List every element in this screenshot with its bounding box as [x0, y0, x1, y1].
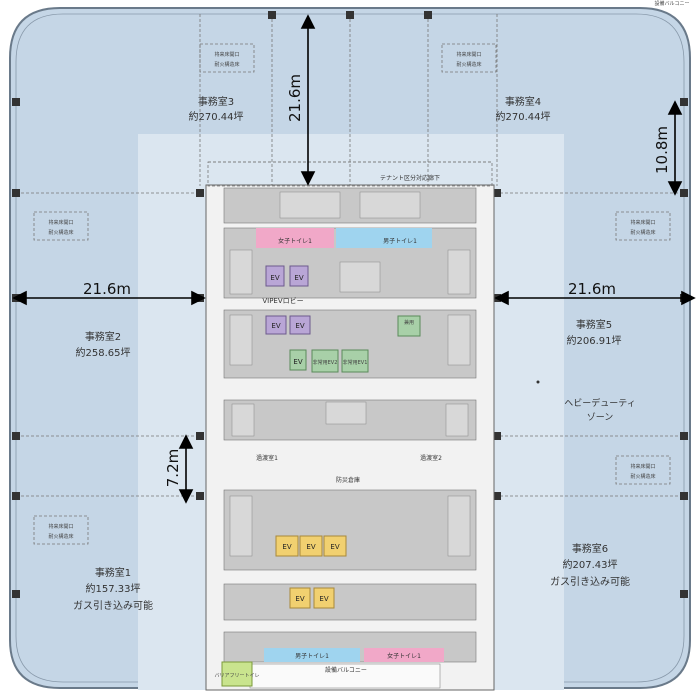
- top-right-corner-text: 設備バルコニー: [655, 0, 690, 7]
- main-ev-1: [275, 535, 299, 557]
- emergency-ev-small: [289, 349, 307, 371]
- svg-text:非常用EV2: 非常用EV2: [313, 359, 338, 366]
- svg-text:EV: EV: [295, 322, 304, 330]
- main-ev-3: [323, 535, 347, 557]
- dim-left-core: 7.2m: [164, 449, 182, 487]
- office2-area: 約258.65坪: [76, 346, 131, 359]
- svg-text:過渡室1: 過渡室1: [256, 454, 278, 462]
- svg-text:男子トイレ1: 男子トイレ1: [383, 238, 417, 245]
- main-ev-2: [299, 535, 323, 557]
- svg-text:女子トイレ1: 女子トイレ1: [387, 652, 421, 660]
- svg-text:兼用: 兼用: [404, 319, 414, 326]
- svg-text:将来床開口: 将来床開口: [214, 51, 239, 58]
- svg-text:男子トイレ1: 男子トイレ1: [295, 653, 329, 660]
- dimension-arrows: [12, 14, 696, 504]
- svg-text:耐火構造床: 耐火構造床: [456, 61, 481, 68]
- fireproof-boxes: [33, 43, 671, 545]
- dim-left: 21.6m: [83, 280, 131, 298]
- vip-ev-2: [289, 265, 309, 287]
- office6-name: 事務室6: [572, 542, 608, 555]
- svg-text:将来床開口: 将来床開口: [630, 219, 655, 226]
- dim-top-center: 21.6m: [286, 74, 304, 122]
- svg-text:将来床開口: 将来床開口: [456, 51, 481, 58]
- office-labels: 事務室3 約270.44坪 事務室4 約270.44坪 事務室2 約258.65…: [73, 95, 630, 612]
- fireproof-labels: 将来床開口 耐火構造床 将来床開口 耐火構造床 将来床開口 耐火構造床 将来床開…: [48, 51, 655, 540]
- balcony-area: [249, 663, 441, 689]
- svg-text:女子トイレ1: 女子トイレ1: [278, 237, 312, 245]
- svg-text:防災倉庫: 防災倉庫: [336, 476, 360, 484]
- svg-text:耐火構造床: 耐火構造床: [630, 473, 655, 480]
- svg-text:EV: EV: [306, 543, 315, 551]
- svg-text:EV: EV: [270, 274, 279, 282]
- svg-text:テナント区分対応廊下: テナント区分対応廊下: [380, 174, 440, 182]
- svg-text:耐火構造床: 耐火構造床: [630, 229, 655, 236]
- central-core: [205, 184, 495, 691]
- office5-name: 事務室5: [576, 318, 612, 331]
- svg-text:将来床開口: 将来床開口: [48, 219, 73, 226]
- office1-name: 事務室1: [95, 566, 131, 579]
- svg-text:EV: EV: [330, 543, 339, 551]
- tenant-corridor-outline: [207, 161, 493, 187]
- bottom-womens-toilet-area: [364, 648, 444, 662]
- svg-text:バリアフリートイレ: バリアフリートイレ: [214, 673, 259, 679]
- office1-note: ガス引き込み可能: [73, 599, 153, 612]
- svg-text:耐火構造床: 耐火構造床: [48, 229, 73, 236]
- svg-text:将来床開口: 将来床開口: [48, 523, 73, 530]
- office5-area: 約206.91坪: [567, 334, 622, 347]
- vip-ev-4: [289, 315, 311, 335]
- mens-toilet-area: [336, 228, 432, 248]
- svg-text:EV: EV: [319, 595, 328, 603]
- office3-name: 事務室3: [198, 95, 234, 108]
- dim-top-right: 10.8m: [653, 126, 671, 174]
- svg-text:EV: EV: [294, 274, 303, 282]
- office6-area: 約207.43坪: [563, 558, 618, 571]
- svg-text:耐火構造床: 耐火構造床: [214, 61, 239, 68]
- heavy-duty-zone-line1: ヘビーデューティ: [564, 397, 635, 409]
- office4-name: 事務室4: [505, 95, 541, 108]
- svg-text:設備バルコニー: 設備バルコニー: [325, 666, 367, 674]
- emergency-ev2-box: [311, 349, 339, 373]
- svg-text:耐火構造床: 耐火構造床: [48, 533, 73, 540]
- core-labels: テナント区分対応廊下 女子トイレ1 男子トイレ1 EV EV VIPEVロビー …: [214, 174, 442, 679]
- svg-text:EV: EV: [271, 322, 280, 330]
- svg-text:非常用EV1: 非常用EV1: [343, 359, 368, 366]
- main-ev-5: [313, 587, 335, 609]
- office6-note: ガス引き込み可能: [550, 575, 630, 588]
- bottom-mens-toilet-area: [264, 648, 360, 662]
- office4-area: 約270.44坪: [496, 110, 551, 123]
- svg-text:過渡室2: 過渡室2: [420, 454, 442, 462]
- office3-area: 約270.44坪: [189, 110, 244, 123]
- accessible-toilet-area: [221, 661, 253, 687]
- svg-text:VIPEVロビー: VIPEVロビー: [262, 296, 303, 305]
- womens-toilet-area: [256, 228, 334, 248]
- svg-text:EV: EV: [295, 595, 304, 603]
- vip-ev-3: [265, 315, 287, 335]
- main-ev-4: [289, 587, 311, 609]
- svg-text:EV: EV: [282, 543, 291, 551]
- heavy-duty-zone-line2: ゾーン: [587, 412, 614, 423]
- office1-area: 約157.33坪: [86, 582, 141, 595]
- dim-right: 21.6m: [568, 280, 616, 298]
- vip-ev-1: [265, 265, 285, 287]
- svg-text:将来床開口: 将来床開口: [630, 463, 655, 470]
- shared-ev-box: [397, 315, 421, 337]
- emergency-ev1-box: [341, 349, 369, 373]
- heavy-duty-marker: [536, 380, 540, 384]
- svg-text:EV: EV: [293, 358, 302, 366]
- office2-name: 事務室2: [85, 330, 121, 343]
